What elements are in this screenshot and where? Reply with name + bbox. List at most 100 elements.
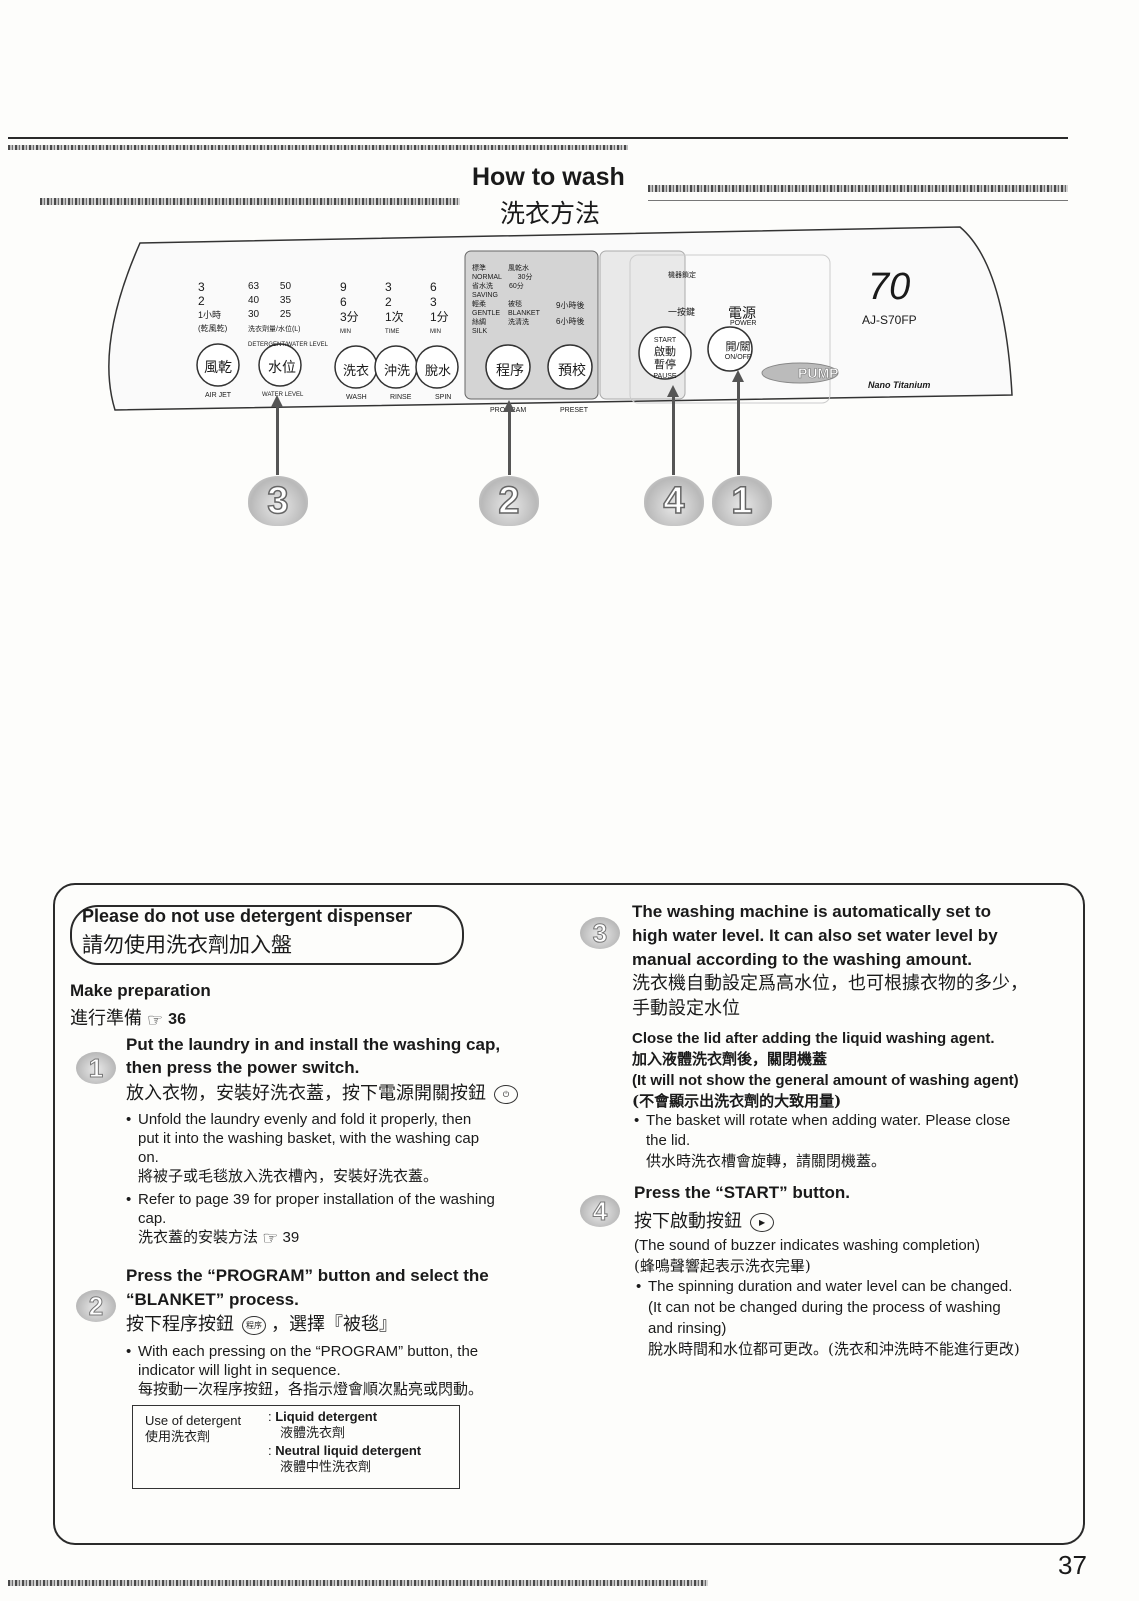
rinse-1: 1次 <box>385 310 404 324</box>
power-label-en: POWER <box>730 320 757 327</box>
water-30: 30 <box>248 309 260 320</box>
detergent-opt1-zh: 液體洗衣劑 <box>280 1426 346 1441</box>
instruction-frame <box>53 883 1085 1545</box>
water-40: 40 <box>248 295 260 306</box>
pause-label-en: PAUSE <box>653 373 677 380</box>
title-band-right <box>648 185 1068 192</box>
air-jet-levels: 3 2 1小時 (乾風乾) <box>198 280 227 336</box>
power-button[interactable]: 開/關 ON/OFF <box>722 338 754 361</box>
step-1-heading-zh-text: 放入衣物，安裝好洗衣蓋，按下電源開關按鈕 <box>126 1083 486 1104</box>
rinse-levels: 3 2 1次 TIME <box>385 280 404 340</box>
step-4-heading-en: Press the “START” button. <box>634 1183 850 1202</box>
wash-unit: MIN <box>340 329 351 335</box>
step-3-note-en: Close the lid after adding the liquid wa… <box>632 1030 995 1047</box>
power-btn-zh: 開/關 <box>725 341 751 353</box>
panel-brand-mark: Nano Titanium <box>868 380 931 390</box>
page-number: 37 <box>1058 1550 1087 1580</box>
page-ref-icon: ☞ <box>262 1228 279 1248</box>
spin-label-en: SPIN <box>435 394 452 401</box>
child-lock-sub: 一按鍵 <box>668 307 696 317</box>
step-1-bullet-2-line2: cap. <box>138 1210 167 1227</box>
panel-pump-label: PUMP <box>798 365 839 382</box>
step-2-bullet-zh: 每按動一次程序按鈕，各指示燈會順次點亮或閃動。 <box>138 1380 484 1398</box>
rinse-2: 2 <box>385 295 392 309</box>
preset-9h: 9小時後 <box>556 301 585 310</box>
detergent-opt2-en: Neutral liquid detergent <box>275 1443 422 1458</box>
water-63: 63 <box>248 281 260 292</box>
air-jet-sub: (乾風乾) <box>198 324 228 333</box>
start-label-en: START <box>653 337 677 344</box>
page-title-zh: 洗衣方法 <box>500 199 601 228</box>
step-1-bullet-2-line1: Refer to page 39 for proper installation… <box>138 1191 495 1208</box>
panel-model-name: AJ-S70FP <box>862 313 917 327</box>
detergent-opt2-row: : Neutral liquid detergent <box>268 1442 421 1459</box>
power-btn-en: ON/OFF <box>724 354 752 361</box>
step-1-bullet-2-zh: 洗衣蓋的安裝方法 <box>138 1228 259 1246</box>
prep-page-ref: 36 <box>168 1011 186 1028</box>
step-4-sub-zh: (蜂鳴聲響起表示洗衣完畢) <box>634 1257 811 1275</box>
water-35: 35 <box>279 295 292 306</box>
detergent-label-en: Use of detergent <box>145 1413 242 1428</box>
step-2-badge: 2 <box>76 1290 116 1322</box>
step-3-note2-en: (It will not show the general amount of … <box>632 1072 1019 1089</box>
wash-9: 9 <box>340 280 347 294</box>
step-3-heading-zh-line2: 手動設定水位 <box>632 998 740 1019</box>
wash-label-en: WASH <box>346 394 367 401</box>
start-button-icon: ▶ <box>750 1212 775 1232</box>
step-1-bullet-1-line2: put it into the washing basket, with the… <box>138 1130 480 1147</box>
arrow-2 <box>508 410 511 475</box>
preset-button[interactable]: 預校 <box>558 362 586 378</box>
program-button[interactable]: 程序 <box>496 362 524 378</box>
page-title-en: How to wash <box>472 163 625 191</box>
panel-model-number: 70 <box>868 266 911 308</box>
rinse-3: 3 <box>385 280 392 294</box>
rinse-button[interactable]: 沖洗 <box>384 363 411 378</box>
wash-levels: 9 6 3分 MIN <box>340 280 359 340</box>
wash-6: 6 <box>340 295 347 309</box>
program-saving-en: SAVING <box>472 292 498 299</box>
control-panel-illustration <box>108 226 1013 411</box>
spin-button[interactable]: 脫水 <box>425 363 452 378</box>
air-jet-button-label[interactable]: 風乾 <box>204 359 232 375</box>
arrow-2-head <box>503 400 515 412</box>
arrow-3-head <box>271 395 283 407</box>
arrow-4 <box>672 395 675 475</box>
title-band-right-line <box>648 200 1068 201</box>
step-3-bullet-zh: 供水時洗衣槽會旋轉，請關閉機蓋。 <box>646 1152 887 1170</box>
title-band-left <box>40 198 460 205</box>
callout-1: 1 <box>712 476 772 526</box>
program-wash-clean: 洗清洗 <box>507 319 529 326</box>
wash-button[interactable]: 洗衣 <box>343 363 370 378</box>
step-3-heading-zh-line1: 洗衣機自動設定爲高水位，也可根據衣物的多少， <box>632 973 1028 994</box>
step-4-heading-zh: 按下啟動按鈕 ▶ <box>634 1207 775 1233</box>
program-blanket: 被毯 <box>507 301 522 308</box>
wash-3: 3分 <box>340 310 359 324</box>
program-60min: 60分 <box>508 283 524 290</box>
program-indicators: 標準 風乾水 NORMAL 30分 省水洗 60分 SAVING 輕柔 被毯 G… <box>472 264 592 336</box>
step-2-bullet: With each pressing on the “PROGRAM” butt… <box>126 1342 568 1399</box>
step-1-heading-en: Put the laundry in and install the washi… <box>126 1033 500 1079</box>
prep-zh-text: 進行準備 <box>70 1008 142 1029</box>
step-3-bullet-line2: the lid. <box>646 1132 691 1149</box>
notice-pill <box>70 905 464 965</box>
arrow-1-head <box>732 370 744 382</box>
callout-4: 4 <box>644 476 704 526</box>
spin-3: 3 <box>430 295 437 309</box>
program-gentle-en: GENTLE <box>472 310 501 317</box>
detergent-label-zh: 使用洗衣劑 <box>145 1430 211 1445</box>
prep-heading-en: Make preparation <box>70 981 211 1000</box>
step-4-sub: (The sound of buzzer indicates washing c… <box>634 1236 980 1276</box>
step-3-heading-en: The washing machine is automatically set… <box>632 900 998 972</box>
step-4-bullet: The spinning duration and water level ca… <box>636 1276 1078 1360</box>
step-3-heading-line1: The washing machine is automatically set… <box>632 902 991 921</box>
step-1-bullet-2: Refer to page 39 for proper installation… <box>126 1190 558 1248</box>
water-50: 50 <box>279 281 292 292</box>
step-3-heading-line2: high water level. It can also set water … <box>632 926 998 945</box>
step-4-sub-en: (The sound of buzzer indicates washing c… <box>634 1237 981 1254</box>
notice-zh: 請勿使用洗衣劑加入盤 <box>82 933 292 957</box>
step-3-bullet-line1: The basket will rotate when adding water… <box>646 1112 1011 1129</box>
step-1-heading-line2: then press the power switch. <box>126 1058 360 1077</box>
detergent-opt2-zh: 液體中性洗衣劑 <box>280 1460 372 1475</box>
start-button[interactable]: START 啟動 暫停 PAUSE <box>650 336 680 382</box>
water-level-button-label[interactable]: 水位 <box>268 359 296 375</box>
